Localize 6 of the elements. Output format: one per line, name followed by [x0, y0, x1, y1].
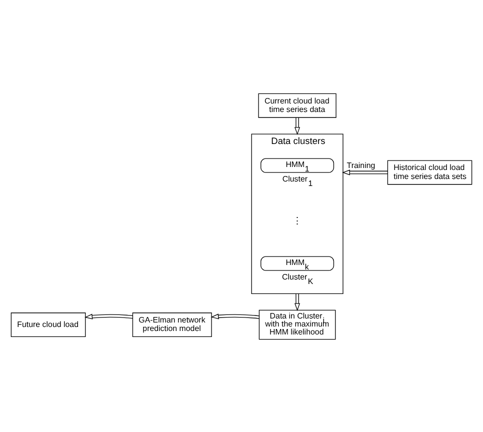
arrow [294, 116, 300, 135]
label: ⋮ [292, 215, 302, 226]
arrow [342, 169, 388, 175]
arrow [84, 313, 134, 319]
arrow [210, 313, 260, 319]
arrow [294, 292, 300, 311]
